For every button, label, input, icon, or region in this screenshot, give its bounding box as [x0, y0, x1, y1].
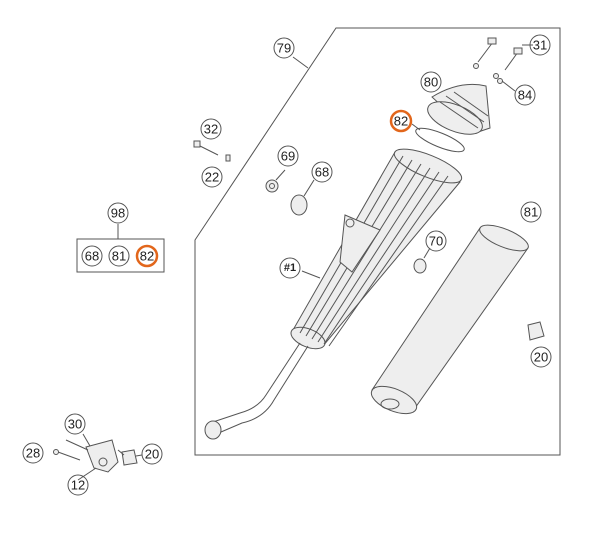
- callout-22[interactable]: 22: [201, 166, 223, 188]
- callout-31-label: 31: [533, 38, 547, 53]
- callout-68-label: 68: [315, 165, 329, 180]
- callout-81-label: 81: [524, 205, 538, 220]
- kit-callout-81-label: 81: [112, 249, 126, 264]
- washer: [265, 179, 279, 193]
- callout-82-highlighted[interactable]: 82: [389, 109, 413, 133]
- kit-callout-68-label: 68: [85, 249, 99, 264]
- kit-callout-81[interactable]: 81: [108, 245, 130, 267]
- callout-69-label: 69: [281, 149, 295, 164]
- callout-69[interactable]: 69: [277, 145, 299, 167]
- rubber-damper: [290, 194, 308, 216]
- callout-32-label: 32: [204, 122, 218, 137]
- clip-right: [527, 321, 545, 341]
- callout-98[interactable]: 98: [107, 202, 129, 224]
- callout-30-label: 30: [68, 417, 82, 432]
- callout-68[interactable]: 68: [311, 161, 333, 183]
- muffler-body: [290, 148, 463, 350]
- leader-lines: [77, 44, 533, 481]
- callout-84-label: 84: [518, 88, 532, 103]
- bolt-and-nut: [193, 140, 231, 162]
- callout-1[interactable]: #1: [279, 257, 301, 279]
- end-cap: [427, 83, 491, 135]
- callout-20-left-label: 20: [145, 447, 159, 462]
- callout-30[interactable]: 30: [64, 413, 86, 435]
- callout-20-left[interactable]: 20: [141, 443, 163, 465]
- callout-80-label: 80: [424, 75, 438, 90]
- callout-28-label: 28: [26, 446, 40, 461]
- callout-98-label: 98: [111, 206, 125, 221]
- callout-80[interactable]: 80: [420, 71, 442, 93]
- sealing-ring: [415, 127, 465, 153]
- callout-1-label: #1: [284, 262, 296, 274]
- callout-12[interactable]: 12: [67, 474, 89, 496]
- callout-70[interactable]: 70: [425, 230, 447, 252]
- callout-12-label: 12: [71, 478, 85, 493]
- mounting-bracket: [53, 439, 138, 473]
- kit-callout-82-label: 82: [140, 249, 154, 264]
- header-pipe: [204, 342, 309, 440]
- kit-callout-82-highlighted[interactable]: 82: [135, 244, 159, 268]
- washers: [473, 63, 503, 84]
- kit-callout-68[interactable]: 68: [81, 245, 103, 267]
- callout-31[interactable]: 31: [529, 34, 551, 56]
- callout-20-right[interactable]: 20: [530, 346, 552, 368]
- callout-22-label: 22: [205, 170, 219, 185]
- silencer-sleeve: [370, 224, 529, 415]
- end-cap-screws: [477, 37, 523, 71]
- callout-20-right-label: 20: [534, 350, 548, 365]
- callout-79-label: 79: [277, 41, 291, 56]
- assembly-frame: [194, 27, 561, 456]
- kit-frame: [76, 238, 165, 273]
- callout-82-label: 82: [394, 114, 408, 129]
- callout-79[interactable]: 79: [273, 37, 295, 59]
- callout-70-label: 70: [429, 234, 443, 249]
- clamp: [413, 258, 427, 274]
- callout-84[interactable]: 84: [514, 84, 536, 106]
- callout-32[interactable]: 32: [200, 118, 222, 140]
- callout-28[interactable]: 28: [22, 442, 44, 464]
- callout-81[interactable]: 81: [520, 201, 542, 223]
